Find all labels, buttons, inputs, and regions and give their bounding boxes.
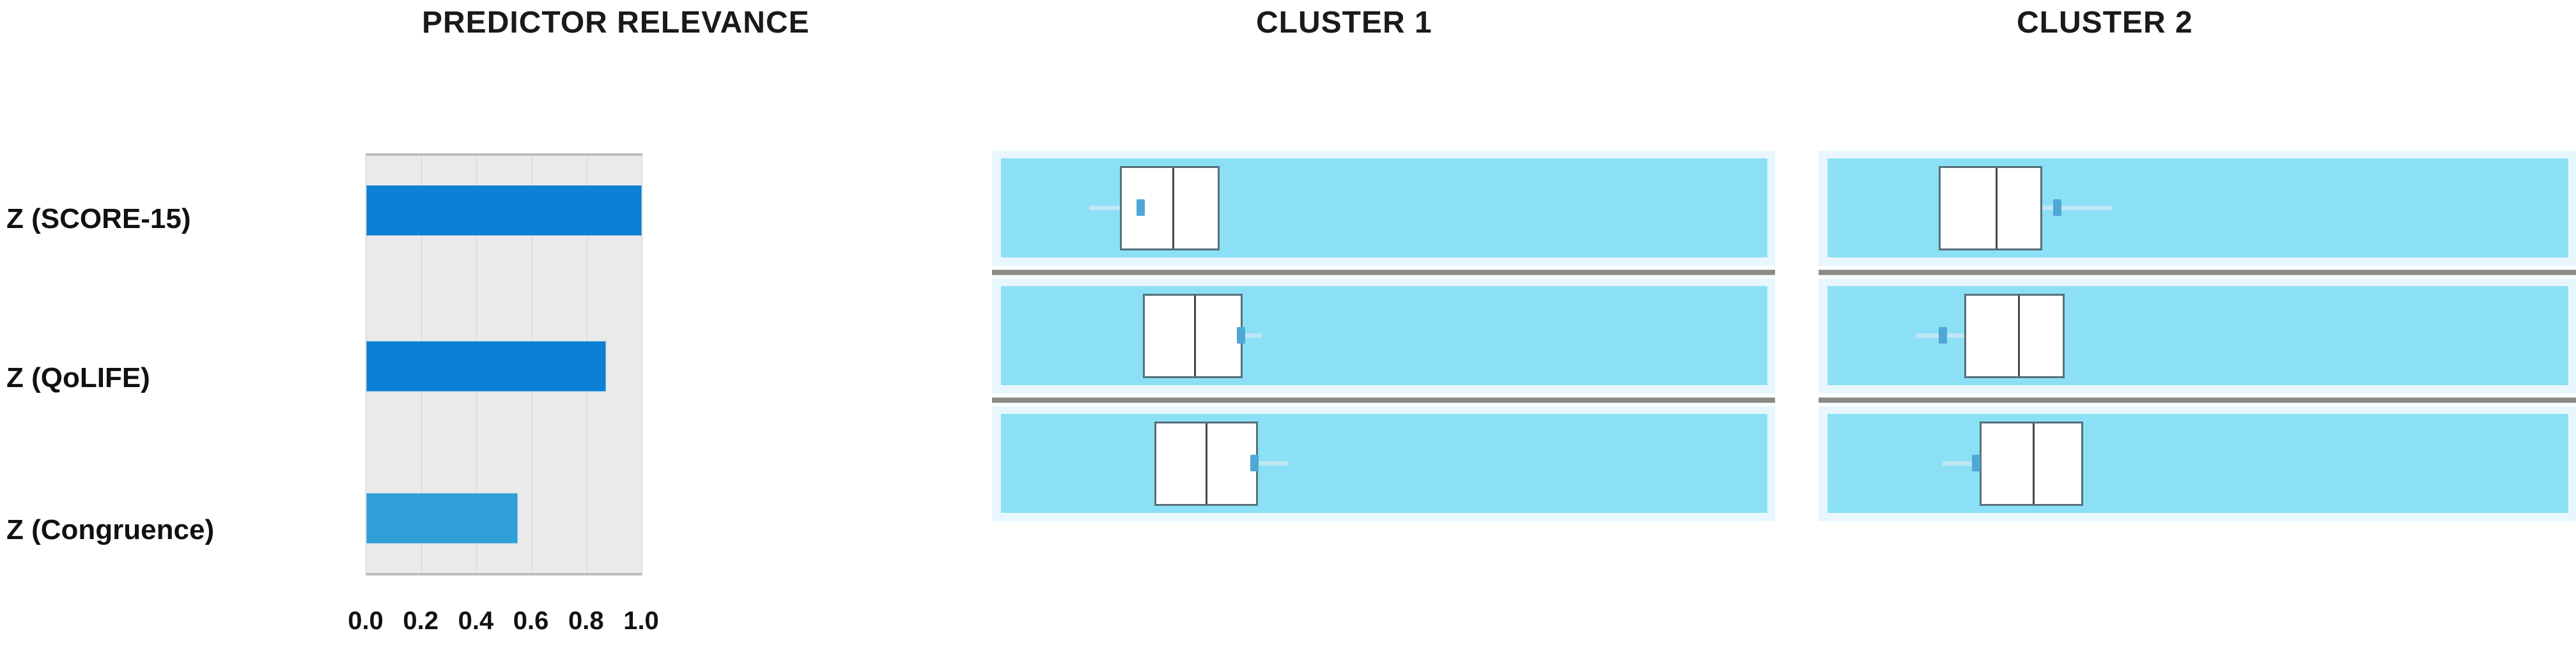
boxplot-row — [1819, 397, 2576, 528]
boxplot-box — [1979, 422, 2083, 506]
boxplot-row — [992, 270, 1775, 400]
boxplot-median-line — [1172, 168, 1175, 248]
row-label-score15: Z (SCORE-15) — [6, 203, 191, 234]
boxplot-row — [992, 144, 1775, 272]
x-tick-0.0: 0.0 — [348, 607, 384, 635]
boxplot-whisker — [2024, 206, 2113, 210]
boxplot-whisker — [1916, 333, 2009, 338]
boxplot-row-separator — [1819, 397, 2576, 403]
boxplot-band — [1001, 414, 1767, 513]
boxplot-mean-marker — [1137, 199, 1145, 216]
boxplot-mean-marker — [2053, 199, 2062, 216]
boxplot-median-line — [2032, 423, 2035, 504]
boxplot-row-separator — [1819, 270, 2576, 275]
column-title-cluster-1: CLUSTER 1 — [1256, 6, 1432, 40]
boxplot-row — [1819, 144, 2576, 272]
x-tick-0.2: 0.2 — [403, 607, 438, 635]
boxplot-median-line — [1193, 296, 1196, 376]
boxplot-band — [1001, 286, 1767, 385]
boxplot-row — [1819, 270, 2576, 400]
boxplot-median-line — [1205, 423, 1207, 504]
column-title-cluster-2: CLUSTER 2 — [2017, 6, 2193, 40]
boxplot-box — [1964, 294, 2065, 378]
bar-score15 — [366, 185, 642, 236]
boxplot-mean-marker — [1250, 455, 1259, 471]
boxplot-mean-marker — [1971, 455, 1980, 471]
boxplot-mean-marker — [1237, 327, 1246, 344]
page-title-predictor-relevance: PREDICTOR RELEVANCE — [422, 6, 810, 40]
boxplot-band — [1827, 414, 2568, 513]
x-tick-1.0: 1.0 — [623, 607, 659, 635]
row-label-congruence: Z (Congruence) — [6, 514, 215, 545]
boxplot-mean-marker — [1938, 327, 1947, 344]
boxplot-median-line — [2017, 296, 2020, 376]
boxplot-box — [1119, 166, 1220, 250]
x-tick-0.6: 0.6 — [513, 607, 549, 635]
predictor-relevance-chart — [366, 153, 642, 575]
boxplot-box — [1938, 166, 2043, 250]
boxplot-box — [1154, 422, 1258, 506]
boxplot-row — [992, 397, 1775, 528]
bar-qolife — [366, 341, 606, 392]
x-tick-0.4: 0.4 — [458, 607, 494, 635]
bar-row-congruence — [366, 493, 518, 544]
boxplot-row-separator — [992, 397, 1775, 403]
cluster-1-boxplot-column — [992, 144, 1775, 528]
boxplot-row-separator — [992, 270, 1775, 275]
cluster-2-boxplot-column — [1819, 144, 2576, 528]
x-tick-0.8: 0.8 — [568, 607, 604, 635]
row-label-qolife: Z (QoLIFE) — [6, 362, 150, 393]
bar-row-qolife — [366, 341, 606, 392]
bar-congruence — [366, 493, 518, 544]
boxplot-box — [1142, 294, 1243, 378]
bar-row-score15 — [366, 185, 642, 236]
boxplot-median-line — [1995, 168, 1998, 248]
